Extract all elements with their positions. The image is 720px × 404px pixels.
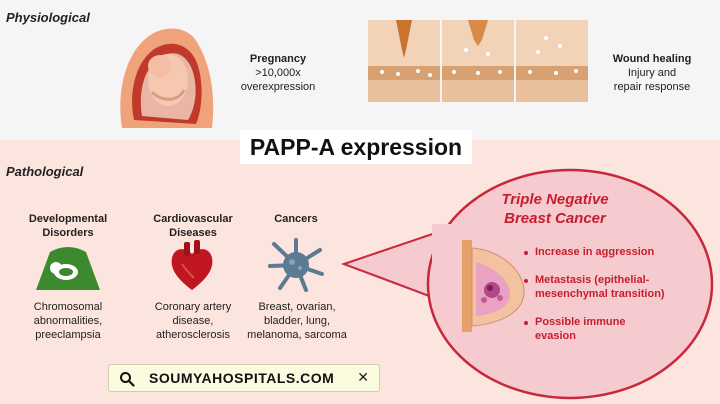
tnbc-title: Triple Negative Breast Cancer [480, 190, 630, 228]
tnbc-bullet-3-line1: Possible immune [535, 316, 626, 328]
cancer-cell-icon [268, 238, 324, 292]
search-text[interactable]: SOUMYAHOSPITALS.COM [149, 370, 335, 386]
close-icon[interactable]: ✕ [357, 369, 369, 385]
cardio-title-line2: Diseases [169, 227, 217, 239]
cancers-title-line1: Cancers [274, 213, 318, 225]
pregnancy-illustration [112, 20, 224, 128]
tnbc-bullet-2: Metastasis (epithelial- mesenchymal tran… [535, 273, 665, 301]
wound-healing-text: Wound healing Injury and repair response [594, 52, 710, 94]
pregnancy-line2: overexpression [240, 81, 316, 93]
cardio-description: Coronary artery disease, atherosclerosis [136, 300, 250, 342]
cancers-desc-line2: bladder, lung, [263, 315, 331, 327]
heart-icon [171, 240, 213, 290]
cardio-title-line1: Cardiovascular [153, 213, 233, 225]
ultrasound-icon [36, 247, 100, 290]
cardio-desc-line3: atherosclerosis [156, 329, 230, 341]
pregnancy-title: Pregnancy [249, 53, 307, 65]
tnbc-bullet-2-line1: Metastasis (epithelial- [535, 274, 650, 286]
bullet-dot-1 [524, 251, 528, 255]
tnbc-bullet-1: Increase in aggression [535, 245, 654, 259]
wound-line2: repair response [613, 81, 691, 93]
tnbc-bullet-3-line2: evasion [535, 330, 576, 342]
tnbc-bullet-1-line1: Increase in aggression [535, 246, 655, 258]
developmental-desc-line3: preeclampsia [35, 329, 101, 341]
wound-stage-2-image [442, 20, 514, 102]
physiological-label: Physiological [6, 10, 90, 25]
wound-stage-3-image [516, 20, 588, 102]
cancers-desc-line3: melanoma, sarcoma [247, 329, 347, 341]
developmental-desc-line2: abnormalities, [33, 315, 103, 327]
developmental-description: Chromosomal abnormalities, preeclampsia [14, 300, 122, 342]
bullet-dot-3 [524, 321, 528, 325]
wound-line1: Injury and [627, 67, 677, 79]
cancers-description: Breast, ovarian, bladder, lung, melanoma… [244, 300, 350, 342]
breast-illustration [462, 240, 525, 332]
pathological-label: Pathological [6, 164, 84, 179]
developmental-title-line1: Developmental [28, 213, 108, 225]
cardio-desc-line1: Coronary artery [154, 301, 232, 313]
title-box: PAPP-A expression [240, 130, 472, 164]
bullet-dot-2 [524, 279, 528, 283]
search-icon[interactable] [119, 371, 135, 387]
tnbc-bullet-2-line2: mesenchymal transition) [535, 288, 665, 300]
cancers-desc-line1: Breast, ovarian, [258, 301, 336, 313]
tnbc-title-line2: Breast Cancer [504, 210, 606, 227]
wound-title: Wound healing [612, 53, 692, 65]
wound-stage-1-image [368, 20, 440, 102]
pregnancy-text: Pregnancy >10,000x overexpression [224, 52, 332, 94]
developmental-title: Developmental Disorders [18, 212, 118, 240]
cancers-title: Cancers [256, 212, 336, 226]
developmental-title-line2: Disorders [42, 227, 94, 239]
pregnancy-line1: >10,000x [255, 67, 301, 79]
tnbc-callout [341, 168, 714, 400]
cardio-title: Cardiovascular Diseases [138, 212, 248, 240]
developmental-desc-line1: Chromosomal [33, 301, 103, 313]
page-title: PAPP-A expression [249, 134, 463, 160]
tnbc-circle [426, 168, 714, 400]
search-bar[interactable]: SOUMYAHOSPITALS.COM ✕ [108, 364, 380, 392]
tnbc-bullet-3: Possible immune evasion [535, 315, 625, 343]
cardio-desc-line2: disease, [172, 315, 214, 327]
callout-joint [432, 224, 462, 308]
tnbc-title-line1: Triple Negative [501, 191, 609, 208]
